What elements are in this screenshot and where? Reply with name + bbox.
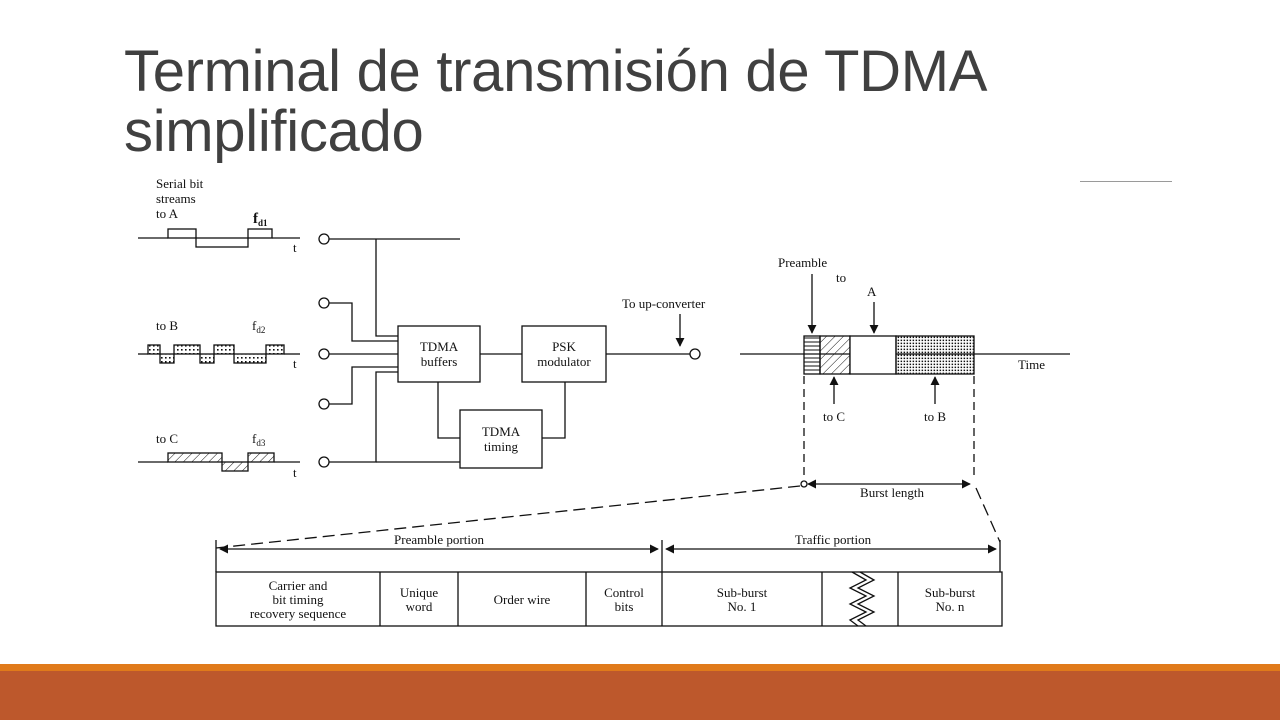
stream-a-label-1: Serial bit: [156, 176, 204, 191]
time-label: Time: [1018, 357, 1045, 372]
fd2-label: fd2: [252, 318, 265, 335]
a-label: A: [867, 284, 877, 299]
slide-title: Terminal de transmisión de TDMA simplifi…: [124, 42, 1164, 162]
carrier-label-1: Carrier and: [269, 578, 328, 593]
stream-b-label: to B: [156, 318, 178, 333]
to-b-label: to B: [924, 409, 946, 424]
carrier-label-3: recovery sequence: [250, 606, 347, 621]
input-terminals: [318, 233, 330, 468]
stream-a-t-label: t: [293, 240, 297, 255]
sub-burst-1-label-2: No. 1: [728, 599, 757, 614]
tdma-buffers-label-2: buffers: [421, 354, 458, 369]
control-bits-label-1: Control: [604, 585, 644, 600]
up-converter-label: To up-converter: [622, 296, 706, 311]
tdma-buffers-label-1: TDMA: [420, 339, 459, 354]
tdma-timing-block: [459, 409, 543, 469]
frame-structure: [215, 540, 1003, 627]
sub-burst-1-label-1: Sub-burst: [717, 585, 768, 600]
stream-a-label-3: to A: [156, 206, 179, 221]
tdma-timing-label-2: timing: [484, 439, 518, 454]
control-bits-label-2: bits: [615, 599, 634, 614]
slide-title-line-2: simplificado: [124, 99, 424, 164]
burst-length-label: Burst length: [860, 485, 924, 500]
to-c-label: to C: [823, 409, 845, 424]
fd2-f: f: [252, 318, 257, 333]
stream-a-waveform: [138, 228, 300, 248]
input-wiring: [329, 238, 460, 463]
footer-accent-bar: [0, 664, 1280, 720]
title-underline: [1080, 181, 1172, 182]
traffic-portion-label: Traffic portion: [795, 532, 872, 547]
preamble-portion-label: Preamble portion: [394, 532, 484, 547]
stream-b-waveform: [138, 344, 300, 364]
fd1-sub: d1: [258, 218, 268, 228]
expansion-lines: [215, 485, 1001, 549]
carrier-label-2: bit timing: [273, 592, 324, 607]
stream-c-waveform: [138, 452, 300, 472]
order-wire-label: Order wire: [494, 592, 551, 607]
stream-c-t-label: t: [293, 465, 297, 480]
fd1-label: fd1: [253, 211, 268, 228]
to-label: to: [836, 270, 846, 285]
fd3-sub: d3: [256, 438, 266, 448]
sub-burst-n-label-1: Sub-burst: [925, 585, 976, 600]
psk-label-2: modulator: [537, 354, 591, 369]
preamble-label: Preamble: [778, 255, 827, 270]
fd1-f: f: [253, 211, 259, 227]
tdma-timing-label-1: TDMA: [482, 424, 521, 439]
fd3-label: fd3: [252, 431, 266, 448]
footer-stripe: [0, 664, 1280, 671]
tdma-transmit-diagram: Serial bit streams to A fd1 t to B fd2 t…: [138, 176, 1070, 627]
psk-label-1: PSK: [552, 339, 576, 354]
sub-burst-n-label-2: No. n: [936, 599, 965, 614]
output-terminal: [689, 348, 701, 360]
slide-title-line-1: Terminal de transmisión de TDMA: [124, 39, 988, 104]
unique-word-label-2: word: [406, 599, 433, 614]
burst-timeline: [740, 274, 1070, 489]
fd3-f: f: [252, 431, 257, 446]
fd2-sub: d2: [256, 325, 265, 335]
stream-c-label: to C: [156, 431, 178, 446]
unique-word-label-1: Unique: [400, 585, 439, 600]
stream-b-t-label: t: [293, 356, 297, 371]
stream-a-label-2: streams: [156, 191, 196, 206]
footer-band: [0, 671, 1280, 720]
